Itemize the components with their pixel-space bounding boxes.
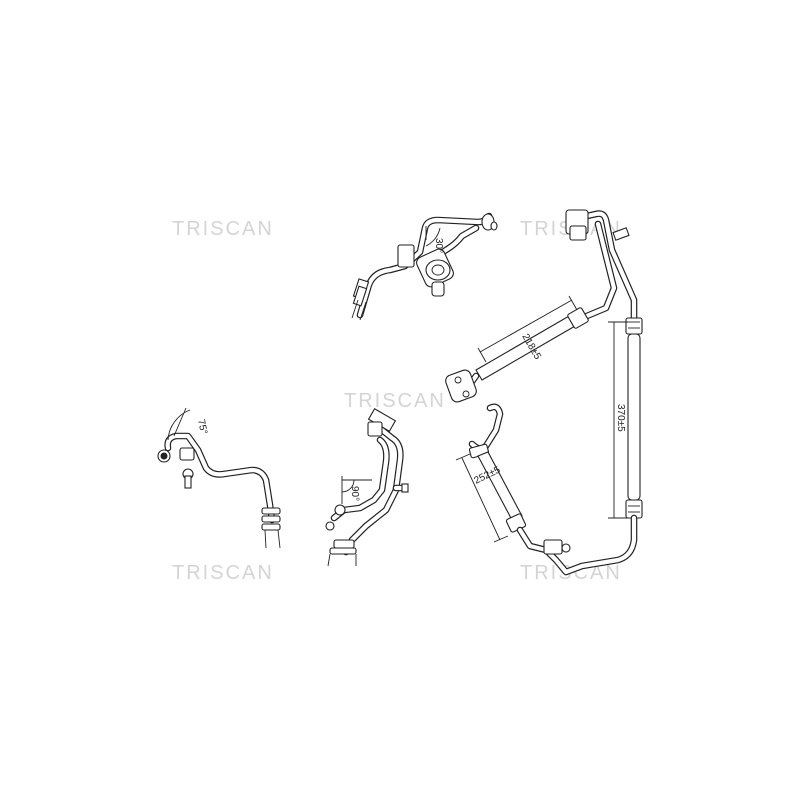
angle-label-30: 30° bbox=[433, 238, 444, 253]
middle-hose-assembly: 90° bbox=[325, 408, 409, 567]
watermark-center: TRISCAN bbox=[344, 390, 446, 412]
left-hose-assembly: 75° bbox=[157, 407, 281, 549]
angle-label-75: 75° bbox=[195, 418, 209, 435]
watermark-bottom-left: TRISCAN bbox=[172, 562, 274, 584]
watermark-top-left: TRISCAN bbox=[172, 218, 274, 240]
upper-hose-assembly: 30° bbox=[351, 212, 498, 321]
angle-label-90: 90° bbox=[349, 486, 360, 501]
right-hose-assembly: 218±5 370±5 bbox=[445, 209, 643, 576]
length-label-370: 370±5 bbox=[615, 404, 626, 432]
